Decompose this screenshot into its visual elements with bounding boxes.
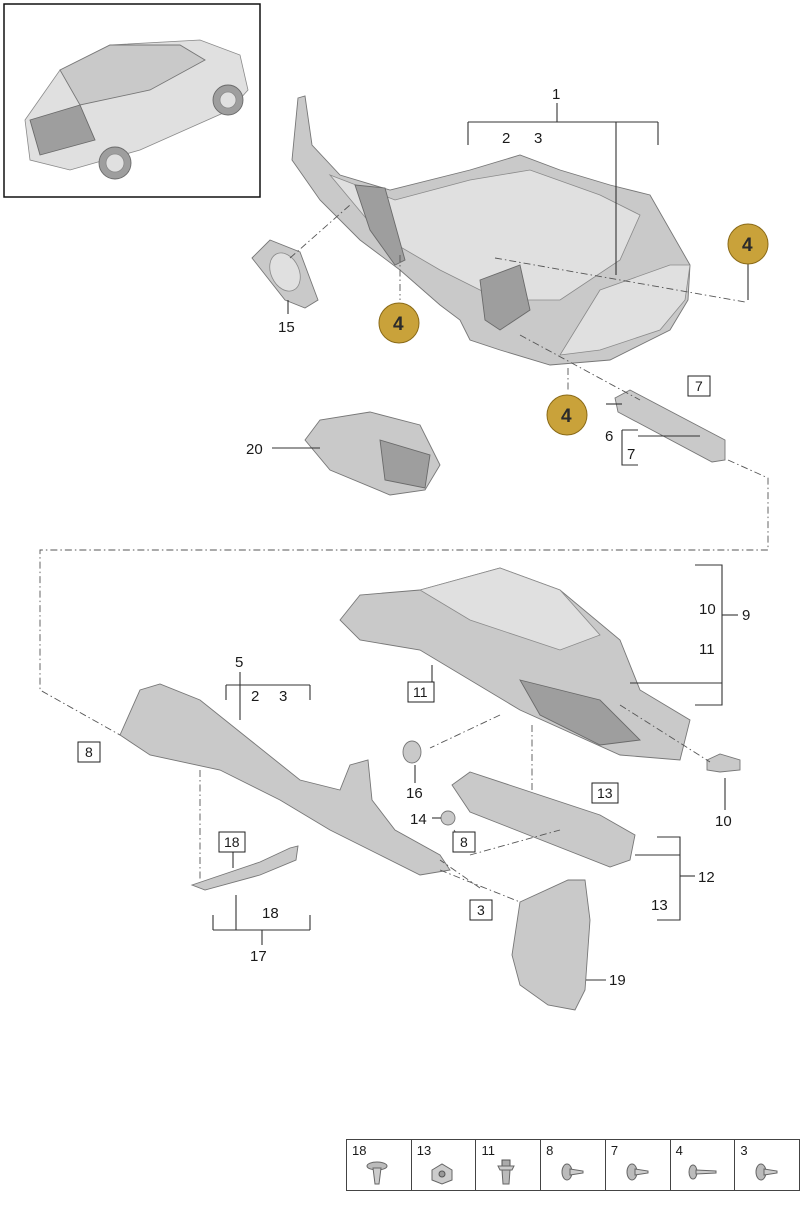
legend-number: 13 xyxy=(416,1143,432,1158)
legend-number: 8 xyxy=(546,1143,554,1158)
long-screw-icon xyxy=(688,1164,717,1180)
badge-4-left-label: 4 xyxy=(393,314,404,335)
badge-4-right-label: 4 xyxy=(742,235,753,256)
bracket-20 xyxy=(304,411,441,496)
legend-cell-13: 13 xyxy=(412,1140,477,1190)
callout-20: 20 xyxy=(246,441,263,458)
boxed-callout-8-left: 8 xyxy=(85,744,93,760)
trim-strip-17 xyxy=(190,845,299,891)
callout-6: 6 xyxy=(605,428,613,445)
callout-15: 15 xyxy=(278,319,295,336)
callout-3: 3 xyxy=(534,130,542,147)
speed-nut-icon xyxy=(431,1163,453,1185)
legend-cell-7: 7 xyxy=(606,1140,671,1190)
boxed-callout-11: 11 xyxy=(413,684,428,700)
callout-6-7: 7 xyxy=(627,446,635,463)
callout-2: 2 xyxy=(502,130,510,147)
boxed-callout-8-center: 8 xyxy=(460,834,468,850)
callout-19: 19 xyxy=(609,972,626,989)
screw-icon xyxy=(626,1163,649,1181)
callout-16: 16 xyxy=(406,785,423,802)
legend-cell-4: 4 xyxy=(671,1140,736,1190)
legend-number: 3 xyxy=(740,1143,748,1158)
clip-14 xyxy=(440,810,456,826)
expanding-rivet-icon xyxy=(497,1159,516,1185)
callout-17-18: 18 xyxy=(262,905,279,922)
fastener-legend: 18 13 11 8 7 4 xyxy=(346,1139,800,1191)
legend-cell-11: 11 xyxy=(476,1140,542,1190)
callout-12: 12 xyxy=(698,869,715,886)
badges: 4 4 4 xyxy=(378,223,769,436)
legend-cell-18: 18 xyxy=(347,1140,412,1190)
trim-ring-15 xyxy=(251,239,319,309)
badge-4-left xyxy=(378,302,420,344)
callout-14: 14 xyxy=(410,811,427,828)
badge-4-center xyxy=(546,394,588,436)
callout-5-3: 3 xyxy=(279,688,287,705)
badge-4-right xyxy=(727,223,769,265)
glovebox-housing-9 xyxy=(339,567,691,761)
callout-9-11: 11 xyxy=(699,641,715,658)
vehicle-thumbnail xyxy=(3,3,261,198)
boxed-callout-7: 7 xyxy=(695,378,703,394)
legend-number: 18 xyxy=(352,1143,367,1158)
assembly-lines xyxy=(39,204,769,903)
legend-cell-8: 8 xyxy=(541,1140,606,1190)
callout-9: 9 xyxy=(742,607,750,624)
legend-number: 11 xyxy=(481,1143,495,1158)
screw-icon xyxy=(755,1163,778,1181)
callout-10: 10 xyxy=(715,813,732,830)
callout-17: 17 xyxy=(250,948,267,965)
callout-12-13: 13 xyxy=(651,897,668,914)
legend-number: 4 xyxy=(675,1143,683,1158)
pillar-trim-5 xyxy=(119,683,451,876)
legend-cell-3: 3 xyxy=(735,1140,799,1190)
boxed-callout-3: 3 xyxy=(477,902,485,918)
push-clip-icon xyxy=(366,1161,388,1185)
clip-16 xyxy=(402,740,422,764)
screw-icon xyxy=(561,1163,584,1181)
legend-number: 7 xyxy=(610,1143,619,1158)
badge-4-center-label: 4 xyxy=(561,406,572,427)
boxed-callouts: 7 11 8 8 13 18 3 xyxy=(77,375,711,921)
side-panel-19 xyxy=(511,879,591,1011)
callout-9-10: 10 xyxy=(699,601,716,618)
glovebox-mat-12 xyxy=(451,771,636,868)
connector-10 xyxy=(706,753,741,773)
callouts: 1 2 3 15 20 6 7 5 2 3 9 10 11 16 14 10 1… xyxy=(235,86,750,989)
callout-1: 1 xyxy=(552,86,560,103)
trim-strip-6 xyxy=(614,389,726,463)
callout-5-2: 2 xyxy=(251,688,259,705)
dashboard-lower-trim xyxy=(291,95,691,366)
callout-5: 5 xyxy=(235,654,243,671)
boxed-callout-13: 13 xyxy=(597,785,613,801)
boxed-callout-18: 18 xyxy=(224,834,240,850)
leader-lines xyxy=(212,103,749,981)
